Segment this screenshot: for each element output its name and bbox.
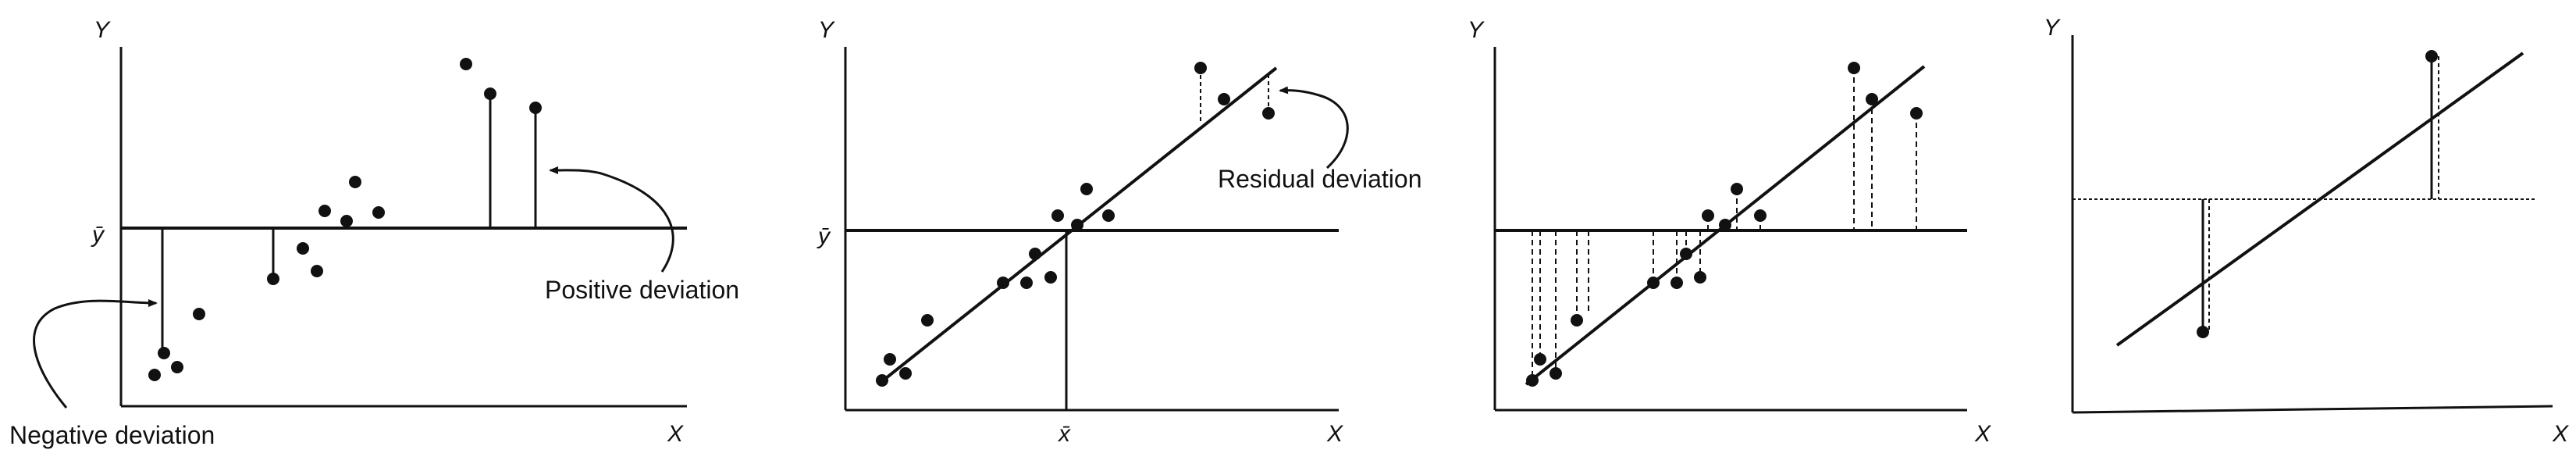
panel-4-regression-line [2115,52,2524,347]
panel-3-y-axis-label: Y [1468,17,1485,43]
panel-1-positive-deviation-label: Positive deviation [545,276,739,304]
panel-1-y-axis-label: Y [94,17,111,43]
panel-1-positive-arrow [549,166,674,273]
panel-1-deviation-lines [161,94,537,353]
panel-4-y-axis-label: Y [2044,15,2061,41]
panel-2-data-points [876,62,1275,387]
panel-1-data-points [148,58,542,381]
panel-3: Y X [1468,17,1991,447]
panel-2-x-axis-label: X [1326,421,1343,447]
panel-4-x-axis-label: X [2552,421,2569,447]
panel-2-xbar-label: x̄ [1057,421,1071,447]
panel-2: Y X ȳ x̄ Residual deviation [817,17,1422,447]
panel-1-ybar-label: ȳ [91,222,105,248]
panel-1: Y X ȳ Negative deviation [9,17,739,449]
panel-4-data-points [2197,50,2438,338]
panel-1-negative-arrow [33,298,158,409]
panel-1-x-axis-label: X [667,421,684,447]
panel-2-residual-lines [1200,68,1269,123]
panel-3-deviation-lines [1532,68,1917,380]
panel-3-x-axis-label: X [1974,421,1991,447]
panel-1-negative-deviation-label: Negative deviation [9,421,215,449]
panel-4: Y X [2044,15,2569,447]
panel-3-data-points [1526,62,1923,387]
panel-2-residual-deviation-label: Residual deviation [1218,165,1422,193]
panel-4-deviation-lines [2201,56,2439,332]
panel-4-x-axis [2072,405,2553,414]
panel-2-y-axis-label: Y [818,17,835,43]
panel-2-ybar-label: ȳ [817,223,831,249]
panel-2-residual-arrow [1279,86,1349,170]
